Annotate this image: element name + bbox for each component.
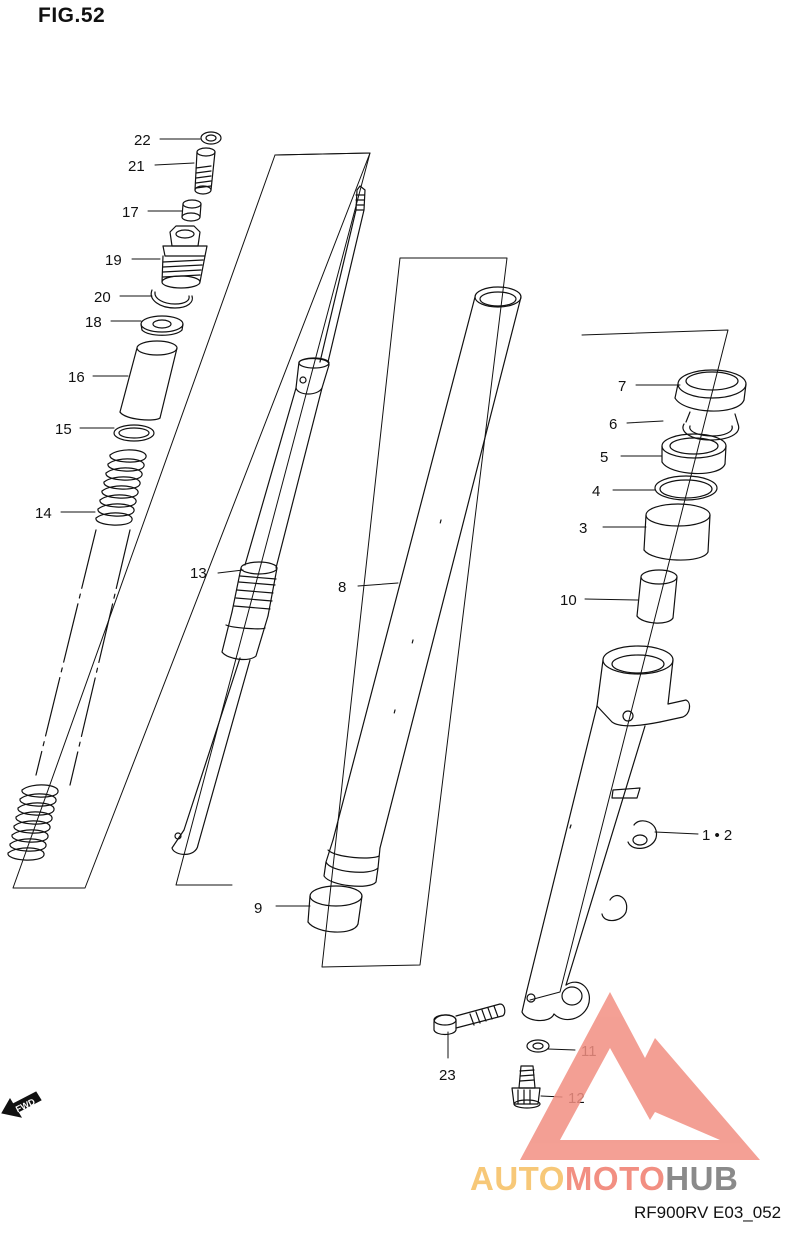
- washer-18: [140, 315, 184, 336]
- fork-spring-14: [7, 449, 147, 861]
- seal-retainer-4: [654, 475, 718, 501]
- adjuster-21: [194, 147, 216, 195]
- bushing-10: [636, 569, 678, 624]
- callout-15: 15: [55, 421, 72, 438]
- inner-tube-8: [323, 286, 522, 887]
- group-frame-damper-rod: [274, 152, 371, 156]
- washer-15: [113, 424, 155, 442]
- callout-6: 6: [609, 416, 617, 433]
- callout-10: 10: [560, 592, 577, 609]
- callout-1-2: 1 • 2: [702, 827, 732, 844]
- brand-part-hub: HUB: [665, 1160, 739, 1197]
- guide-metal-3: [643, 503, 711, 561]
- callout-18: 18: [85, 314, 102, 331]
- guide-bushing-9: [307, 885, 363, 933]
- leader-lines: [60, 138, 699, 1098]
- brand-part-auto: AUTO: [470, 1160, 565, 1197]
- spacer-tube-16: [119, 340, 178, 421]
- clamp-bolt-23: [433, 1003, 506, 1036]
- washer-11: [526, 1039, 550, 1053]
- group-frame-outer-tube: [529, 329, 729, 1001]
- callout-21: 21: [128, 158, 145, 175]
- damper-bolt-12: [511, 1065, 541, 1109]
- watermark-brand: AUTOMOTOHUB: [470, 1160, 738, 1198]
- callout-7: 7: [618, 378, 626, 395]
- callout-23: 23: [439, 1067, 456, 1084]
- figure-title: FIG.52: [38, 4, 106, 27]
- o-ring-20: [150, 289, 193, 309]
- callout-20: 20: [94, 289, 111, 306]
- washer-22: [200, 131, 222, 145]
- callout-17: 17: [122, 204, 139, 221]
- watermark-logo-icon: [520, 992, 760, 1160]
- group-frame-inner-tube: [321, 257, 508, 968]
- figure-code: RF900RV E03_052: [634, 1203, 782, 1222]
- callout-9: 9: [254, 900, 262, 917]
- cap-bolt-19: [161, 225, 208, 289]
- oil-seal-5: [661, 433, 727, 475]
- group-frame-spring: [12, 152, 371, 889]
- callout-13: 13: [190, 565, 207, 582]
- callout-19: 19: [105, 252, 122, 269]
- damper-rod-13: [171, 185, 366, 855]
- callout-16: 16: [68, 369, 85, 386]
- outer-tube-1-2: [521, 645, 691, 1022]
- callout-3: 3: [579, 520, 587, 537]
- callout-14: 14: [35, 505, 52, 522]
- dust-seal-7: [674, 369, 747, 425]
- callout-8: 8: [338, 579, 346, 596]
- group-frame-rod-line: [175, 152, 371, 886]
- brand-part-moto: MOTO: [564, 1160, 666, 1197]
- callout-5: 5: [600, 449, 608, 466]
- spacer-17: [181, 199, 202, 222]
- callout-22: 22: [134, 132, 151, 149]
- callout-4: 4: [592, 483, 600, 500]
- forward-arrow-icon: FWD: [1, 1091, 42, 1118]
